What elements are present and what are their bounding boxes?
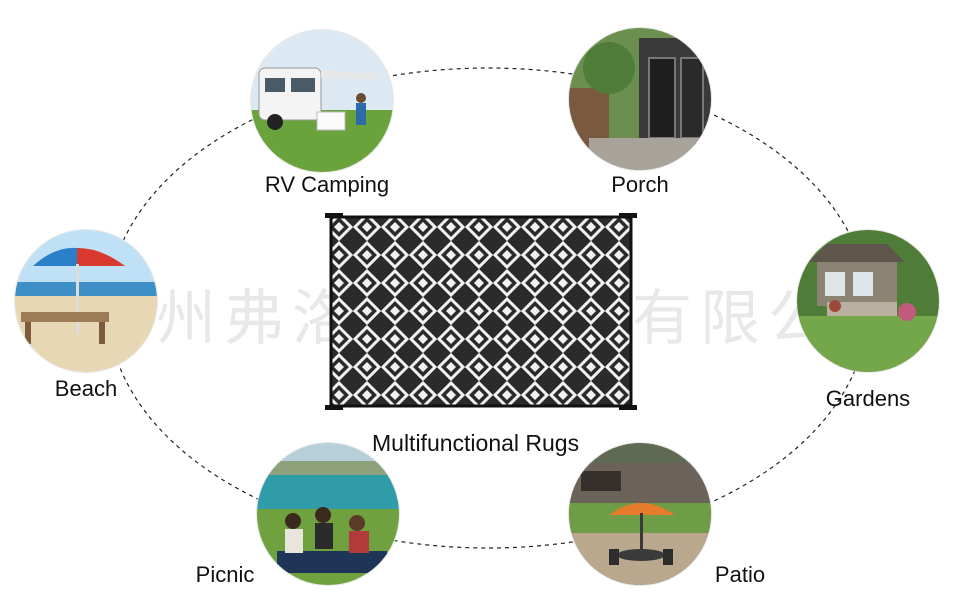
center-title: Multifunctional Rugs bbox=[372, 430, 580, 456]
picnic-label: Picnic bbox=[195, 562, 255, 587]
patio-photo bbox=[569, 443, 711, 585]
rv-camping-label: RV Camping bbox=[264, 172, 390, 197]
rug-image bbox=[325, 213, 637, 410]
beach-photo bbox=[15, 230, 157, 372]
beach-label: Beach bbox=[54, 376, 118, 401]
rv-camping-photo bbox=[251, 30, 393, 172]
porch-label: Porch bbox=[611, 172, 669, 197]
gardens-photo bbox=[797, 230, 939, 372]
patio-label: Patio bbox=[714, 562, 766, 587]
picnic-photo bbox=[257, 443, 399, 585]
gardens-label: Gardens bbox=[825, 386, 911, 411]
porch-photo bbox=[569, 28, 711, 170]
